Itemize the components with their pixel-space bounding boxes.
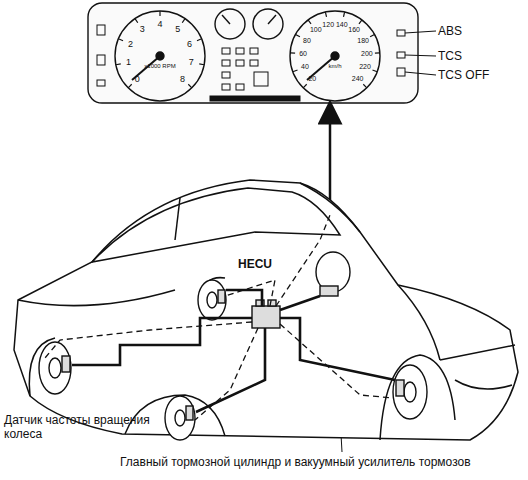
gauge-tick [344,12,345,17]
gauge-tick [159,11,160,16]
gauge-tick [375,52,380,54]
gauge-number: 160 [343,26,365,34]
gauge-number: 2 [120,39,140,49]
gauge-tick [293,70,298,72]
gauge-tick [370,34,374,36]
gauge-number: 120 [317,21,339,29]
gauge-tick [303,84,307,88]
gauge-number: 80 [296,37,318,45]
gauge-tick [325,12,326,17]
gauge-tick [199,63,204,65]
hecu-unit [252,300,280,328]
brake-lines [72,290,395,412]
part-label: HECU [238,257,298,271]
gauge-number: 4 [150,19,170,29]
gauge-number: 180 [352,37,374,45]
tachometer [115,11,205,101]
gauge-tick [135,19,138,23]
gauge-tick [290,52,295,54]
sensor-wires [45,215,394,420]
gauge-tick [116,63,121,65]
part-label: Датчик частоты вращения колеса [4,413,154,441]
gauge-unit: km/h [318,62,352,70]
gauge-number: 20 [301,75,323,83]
gauge-number: 200 [356,50,378,58]
gauge-tick [197,39,202,41]
gauge-tick [363,84,367,88]
car-body [14,180,518,440]
gauge-number: 240 [347,75,369,83]
lamp-label: TCS OFF [438,68,528,82]
gauge-tick [118,39,123,41]
lamp-label: TCS [438,49,518,63]
gauge-number: 6 [180,39,200,49]
gauge-number: 0 [127,74,147,84]
gauge-tick [128,84,132,88]
gauge-tick [188,84,192,88]
gauge-number: 3 [132,24,152,34]
part-label: Главный тормозной цилиндр и вакуумный ус… [120,455,528,469]
gauge-tick [372,70,377,72]
gauge-tick [359,20,362,24]
indicator-lamps [397,30,405,76]
instrument-cluster [88,3,418,103]
gauge-number: 7 [181,57,201,67]
speedometer [290,11,380,101]
gauge-number: 8 [173,74,193,84]
gauge-number: 60 [292,50,314,58]
brake-booster [316,252,350,296]
gauge-tick [296,34,300,36]
warning-lamps [97,25,300,101]
window [92,188,340,262]
gauge-tick [308,20,311,24]
gauge-unit: x1000 RPM [135,62,185,70]
gauge-tick [182,19,185,23]
gauge-number: 5 [168,24,188,34]
gauge-number: 220 [354,63,376,71]
lamp-label: ABS [438,24,518,38]
gauge-number: 1 [119,57,139,67]
gauge-number: 40 [294,63,316,71]
temp-gauge [253,9,283,39]
fuel-gauge [215,9,245,39]
